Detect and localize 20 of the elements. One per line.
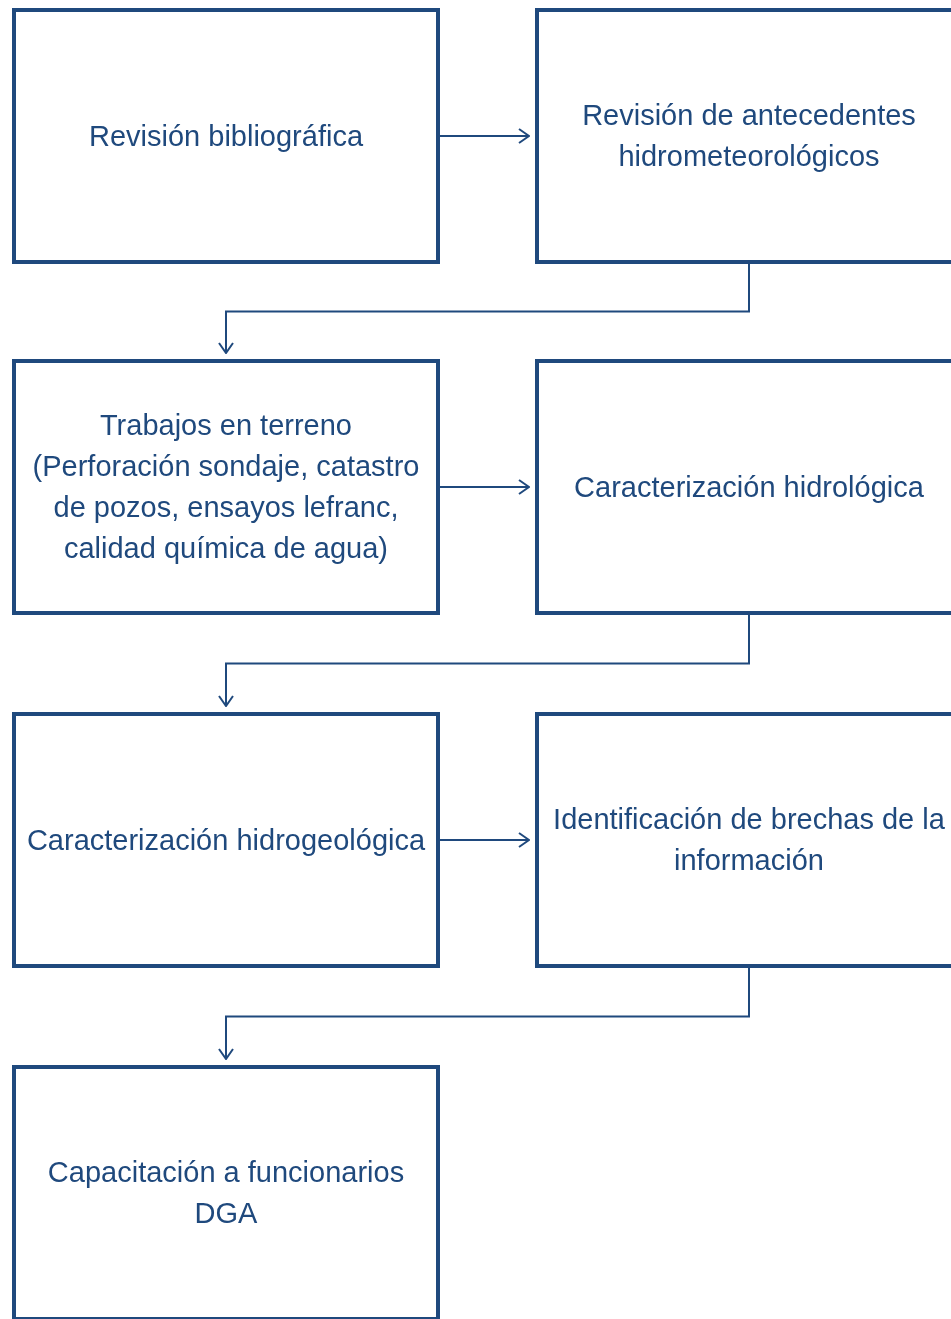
arrow (439, 128, 530, 144)
arrow (218, 967, 750, 1060)
box-label: Revisión de antecedentes hidrometeorológicos (581, 98, 917, 174)
box-label: Revisión bibliográfica (89, 118, 363, 154)
process-box (12, 8, 440, 264)
process-box (535, 712, 951, 968)
box-label: Caracterización hidrológica (574, 469, 924, 505)
process-box (535, 8, 951, 264)
box-label: Identificación de brechas de la información (552, 802, 946, 878)
box-label: Caracterización hidrogeológica (26, 822, 426, 858)
process-box (12, 1065, 440, 1319)
arrow (439, 479, 530, 495)
process-box (535, 359, 951, 615)
process-box (12, 712, 440, 968)
box-label: Capacitación a funcionarios DGA (46, 1155, 406, 1231)
arrow (439, 832, 530, 848)
process-box (12, 359, 440, 615)
box-label: Trabajos en terreno (Perforación sondaje, catastro de pozos, ensayos lefranc, calidad química de agua) (31, 408, 421, 566)
arrow (218, 263, 750, 354)
arrow (218, 614, 750, 707)
